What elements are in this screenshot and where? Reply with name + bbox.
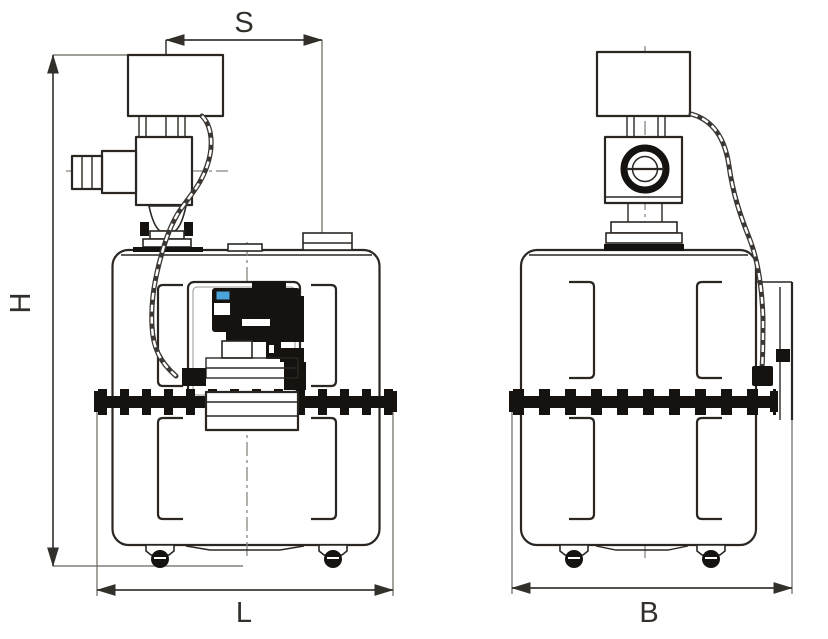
side-band-endcap-right	[770, 391, 778, 412]
front-caster-left	[145, 544, 175, 568]
front-valve-base-plate	[133, 247, 203, 252]
pump-label-window	[221, 340, 253, 359]
side-cable-core	[690, 112, 765, 369]
front-panel-indent-upper-left	[156, 283, 183, 388]
pump-outlet-block	[284, 362, 306, 390]
pump-notch-2	[242, 319, 270, 326]
pump-top-fitting	[252, 281, 286, 291]
pump-right-column	[288, 296, 304, 342]
side-cable-connector	[752, 366, 773, 386]
side-valve-base-plate	[604, 244, 684, 251]
side-flange-band	[509, 389, 778, 415]
front-top-center-fitting	[227, 243, 263, 252]
front-funnel-bolt-left	[140, 222, 149, 236]
pump-blue-module	[215, 290, 231, 301]
front-top-right-fitting	[302, 232, 353, 251]
dim-b-label: B	[639, 597, 658, 629]
pump-notch-1	[214, 303, 230, 315]
front-pump-lower-bracket	[204, 390, 300, 432]
front-band-endcap-right	[389, 391, 397, 412]
side-panel-indent-upper-right	[695, 280, 722, 380]
front-panel-indent-lower-left	[156, 416, 183, 521]
side-caster-right	[696, 544, 726, 568]
front-pump-lower-plate	[204, 390, 300, 432]
side-motor-box	[595, 50, 692, 118]
pump-motor-block	[212, 288, 300, 332]
dim-h: H	[5, 54, 243, 567]
front-motor-box	[126, 53, 225, 118]
pump-lower-block	[226, 330, 288, 342]
side-view: B	[509, 46, 794, 629]
front-band-endcap-left	[94, 391, 102, 412]
side-band-endcap-left	[509, 391, 517, 412]
front-valve-body	[134, 135, 194, 207]
side-sight-glass-ring	[620, 144, 670, 194]
side-panel-indent-upper-left	[569, 280, 596, 380]
pump-switch-slit	[269, 345, 274, 353]
front-funnel-bolt-right	[184, 222, 193, 236]
side-panel-indent-lower-left	[569, 416, 596, 521]
dim-b: B	[511, 412, 793, 629]
dim-s: S	[165, 7, 323, 250]
side-rear-connector	[776, 349, 790, 362]
side-valve-stack	[595, 50, 692, 251]
side-flange-nut-1	[610, 221, 678, 234]
front-bottom-recess	[185, 545, 305, 551]
pump-cable-connector	[182, 368, 206, 386]
front-caster-right	[318, 544, 348, 568]
front-panel-indent-lower-right	[311, 416, 338, 521]
side-power-cable	[688, 111, 773, 386]
front-power-cable	[149, 113, 214, 379]
side-flange-nut-2	[605, 232, 683, 244]
side-band	[511, 396, 776, 408]
front-pump-assembly	[182, 281, 306, 390]
front-panel-indent-upper-right	[311, 283, 338, 388]
dim-l-label: L	[236, 597, 252, 629]
front-inlet-pipe	[100, 149, 138, 195]
side-rear-panel	[757, 281, 794, 420]
side-panel-indent-lower-right	[695, 416, 722, 521]
side-caster-left	[559, 544, 589, 568]
dim-h-label: H	[5, 293, 37, 314]
side-bottom-recess	[595, 545, 689, 551]
front-inlet-nozzle	[70, 154, 104, 191]
dim-l: L	[96, 412, 394, 629]
front-valve-stack	[66, 53, 228, 252]
front-view: S H	[5, 7, 397, 629]
dim-s-label: S	[234, 7, 253, 39]
pump-valve-lug	[280, 348, 304, 362]
front-cable-core	[150, 115, 213, 377]
